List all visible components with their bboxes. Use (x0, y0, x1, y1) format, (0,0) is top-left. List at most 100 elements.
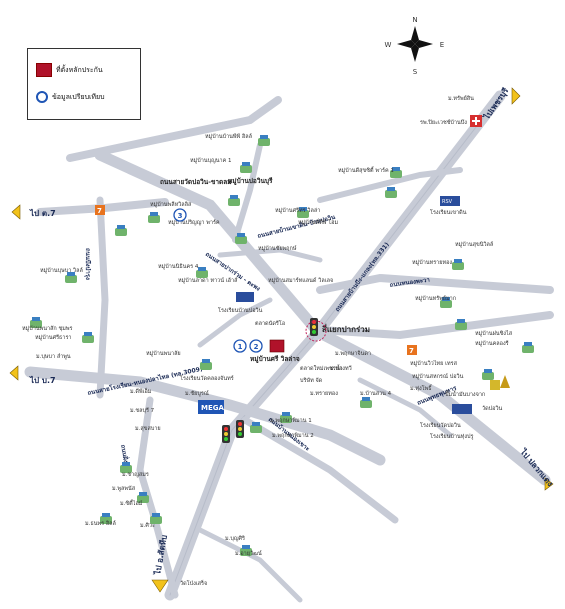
legend: ที่ตั้งหลักประกัน ข้อมูลเปรียบเทียบ (27, 48, 141, 120)
subject-property: หมู่บ้านศรี วิลล่าจ (250, 339, 300, 364)
dest-ban-bueng: ไป บ.7 (29, 375, 56, 385)
village-label: หมู่บ้านศรีทร วิลล่า (275, 207, 320, 214)
school-label: โรงเรียนบ้านปอวิน (218, 306, 263, 314)
village-label: หมู่บ้านพนาลัย (146, 350, 181, 357)
village-label: ม.บุญศิริ (225, 535, 245, 542)
legend-row-compare: ข้อมูลเปรียบเทียบ (36, 91, 105, 103)
dest-nong-khla: ไป ต.7 (29, 208, 56, 218)
gas-marker: ปั๊มน้ำมันบางจาก (445, 380, 500, 398)
road-misc1 (197, 297, 273, 348)
village-label: หมู่บ้านสมาร์ทแลนด์ วิลเลจ (268, 277, 333, 284)
hospital: รพ.ปิยะเวชช์บ้านบึง (420, 115, 482, 127)
village-label: ม.พฤกษาจินดา (335, 350, 371, 357)
svg-text:7: 7 (409, 347, 414, 355)
school-label: โรงเรียนวัดคลองจันทร์ (180, 374, 234, 382)
market-label: ตลาดนัดรีโอ (255, 319, 285, 327)
gas-label: ปั๊มน้ำมันบางจาก (445, 390, 485, 398)
village-label: ม.สุขสบาย (135, 425, 161, 432)
legend-row-subject: ที่ตั้งหลักประกัน (36, 63, 103, 77)
road-east2 (316, 311, 554, 340)
village-label: ม.พฤกษาพิมาน 2 (272, 432, 314, 439)
subject-swatch (36, 63, 52, 77)
svg-text:RSV: RSV (442, 199, 453, 205)
village-label: ม.ทรายทอง (310, 391, 338, 397)
compass-w: W (385, 41, 392, 49)
road-misc3 (217, 247, 323, 263)
village-label: ม.ดีพีเอ็ม (130, 387, 152, 395)
road-ns-west (96, 196, 109, 399)
village-label: ม.บ้านสวน 4 (360, 390, 392, 397)
road-label-khao-din: ถนนสายบ้านเขาดิน-บ้านปอวิน (257, 213, 337, 240)
village-label: หมู่บ้านวิวไทย เทรส (410, 360, 458, 367)
school-label: โรงเรียนเขาดิน (430, 208, 467, 216)
village-label: ม.ชลบุรี 7 (130, 407, 155, 414)
village-label: หมู่บ้านบุษบา วิลล์ (40, 267, 83, 274)
village-label: หมู่บ้านสุขนิวิลล์ (455, 241, 493, 248)
temple-marker: วัดปอวิน (482, 375, 510, 412)
road-misc4 (197, 527, 303, 603)
village-label: หมู่บ้านทรายทอง (412, 259, 452, 266)
village-label: หมู่บ้านที่ดีพี โฮม (298, 218, 338, 226)
school-label: โรงเรียนบ้านทุ่งปรู (430, 432, 474, 440)
village-label: ม.ทรัพย์สิน (448, 95, 474, 102)
village-label: หมู่บ้านบุญนาค 1 (190, 157, 232, 164)
mega-home: MEGA (198, 400, 224, 414)
temple-south-label: วัดโป่งเสร็จ (180, 579, 207, 587)
village-label: หมู่บ้านคลองรี (475, 340, 509, 347)
village-label: ม.บุษบา ลำพูน (36, 353, 71, 360)
factory-label: บริษัท จัด (300, 377, 323, 384)
village-label: หมู่บ้านลาดา ทาวน์ เฮ้าส์ (178, 277, 238, 284)
compass: N S W E (385, 16, 445, 76)
village-label: หมู่บ้านพลีหวิลลิส (150, 201, 192, 208)
hospital-label: รพ.ปิยะเวชช์บ้านบึง (420, 119, 467, 126)
village-label: หมู่บ้านศรีธารา (35, 334, 72, 341)
temple-label: วัดปอวิน (482, 405, 503, 412)
village-label: ม.พฤกษาพิมาน 1 (270, 417, 312, 424)
legend-compare-label: ข้อมูลเปรียบเทียบ (52, 92, 105, 101)
marker-1: 1 (238, 343, 243, 351)
schools: RSV โรงเรียนเขาดิน โรงเรียนบ้านปอวิน โรง… (180, 196, 474, 440)
village-labels: หมู่บ้านบ้านพีพี ฮิลล์ หมู่บ้านบุญนาค 1 … (22, 95, 513, 557)
village-label: หมู่บ้านทรัพย์มาก (415, 295, 456, 302)
village-label: ม.ธนพร ฮิลล์ (85, 520, 116, 527)
compass-s: S (413, 68, 418, 76)
village-icons (30, 135, 534, 556)
marker-3: 3 (178, 212, 183, 220)
compare-circle-icon (36, 91, 48, 103)
junction-label: สี่แยกปากร่วม (322, 323, 370, 334)
village-label: หมู่บ้านสหกรณ์ ปอวิน (412, 373, 464, 380)
village-label: ม.อายุวัฒน์ (235, 550, 262, 557)
village-label: หมู่บ้านบ้านพีพี ฮิลล์ (205, 133, 252, 140)
village-label: หมู่บ้านนิธินคร 4 (158, 263, 199, 270)
village-label: ม.ชาญสมร (122, 471, 149, 478)
village-label: ม.ทองทวี (330, 365, 352, 372)
village-label: ม.ชัยบูรณ์ (185, 390, 209, 397)
road-misc2 (357, 377, 453, 438)
road-east (316, 273, 554, 294)
comparison-markers: 1 2 3 (173, 208, 263, 353)
road-label-west-ns: ถนนบึงบำรุง (84, 248, 92, 280)
road-north (232, 142, 263, 243)
road-south (136, 396, 179, 599)
seven-eleven-markers: 7 7 (95, 205, 417, 355)
village-label: หมู่บ้านฝนชิงไส (475, 330, 513, 337)
road-upper (66, 96, 282, 162)
village-label: ม.ซิตี้ไฮม์ (120, 499, 143, 507)
village-label: หมู่บ้านพนาสัก ชุมพร (22, 325, 72, 332)
legend-subject-label: ที่ตั้งหลักประกัน (56, 65, 103, 74)
compass-n: N (412, 16, 417, 24)
village-label: หมู่บ้านดีสุขซิตี้ พาร์ค 1 (338, 166, 394, 174)
village-label: ม.ศิวะ (140, 522, 155, 529)
school-label: โรงเรียนวัดปอวิน (420, 421, 461, 429)
pond-label: ม.ทุ่งโพธิ์ (410, 384, 433, 392)
village-label: หมู่บ้านชัยพฤกษ์ (258, 245, 297, 252)
dest-phetchaburi: ไปเพชรบุรี (481, 85, 512, 122)
compass-e: E (440, 41, 444, 49)
subject-label: หมู่บ้านศรี วิลล่าจ (250, 354, 300, 364)
road-3009 (24, 366, 386, 466)
bank-label: ตลาดใหม่เพชรน้ำ (300, 364, 343, 372)
village-label: หมู่บ้านปริญญา พาร์ค (168, 219, 220, 226)
svg-text:7: 7 (97, 207, 102, 215)
